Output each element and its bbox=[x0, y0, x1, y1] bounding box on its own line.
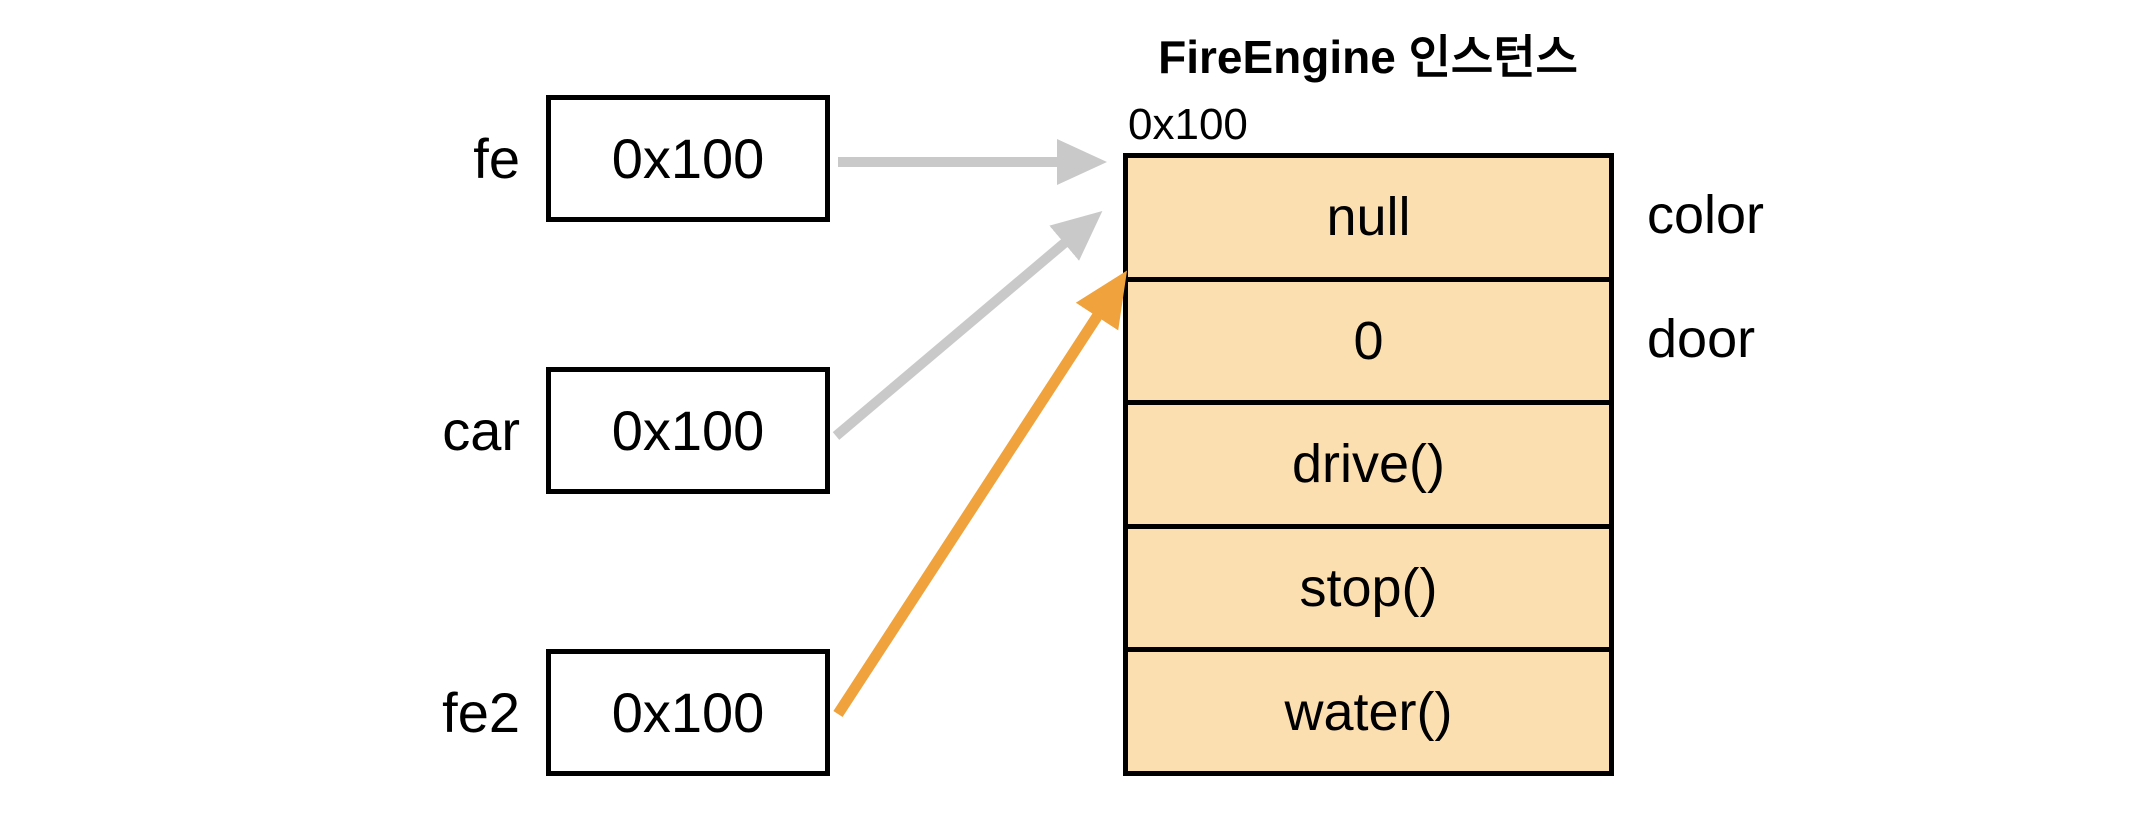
instance-row-water: water() bbox=[1284, 681, 1453, 742]
variable-value-fe: 0x100 bbox=[611, 127, 765, 190]
variable-label-car: car bbox=[442, 399, 520, 462]
instance-row-stop: stop() bbox=[1128, 529, 1609, 653]
instance-row-drive: drive() bbox=[1128, 405, 1609, 529]
instance-row-color: null bbox=[1128, 158, 1609, 282]
instance-table: null 0 drive() stop() water() bbox=[1123, 153, 1614, 776]
car-reference-arrow bbox=[832, 210, 1103, 440]
variable-box-car: 0x100 bbox=[546, 367, 830, 494]
instance-address: 0x100 bbox=[1128, 100, 1248, 149]
variable-label-fe2: fe2 bbox=[442, 681, 520, 744]
variable-value-fe2: 0x100 bbox=[611, 681, 765, 744]
variable-value-car: 0x100 bbox=[611, 399, 765, 462]
instance-title: FireEngine 인스턴스 bbox=[1158, 31, 1578, 83]
fe2-reference-arrow bbox=[833, 270, 1128, 718]
field-label-door: door bbox=[1647, 309, 1756, 369]
field-label-color: color bbox=[1647, 185, 1765, 245]
variable-box-fe: 0x100 bbox=[546, 95, 830, 222]
instance-row-door: 0 bbox=[1128, 282, 1609, 406]
variable-box-fe2: 0x100 bbox=[546, 649, 830, 776]
variable-label-fe: fe bbox=[473, 127, 520, 190]
